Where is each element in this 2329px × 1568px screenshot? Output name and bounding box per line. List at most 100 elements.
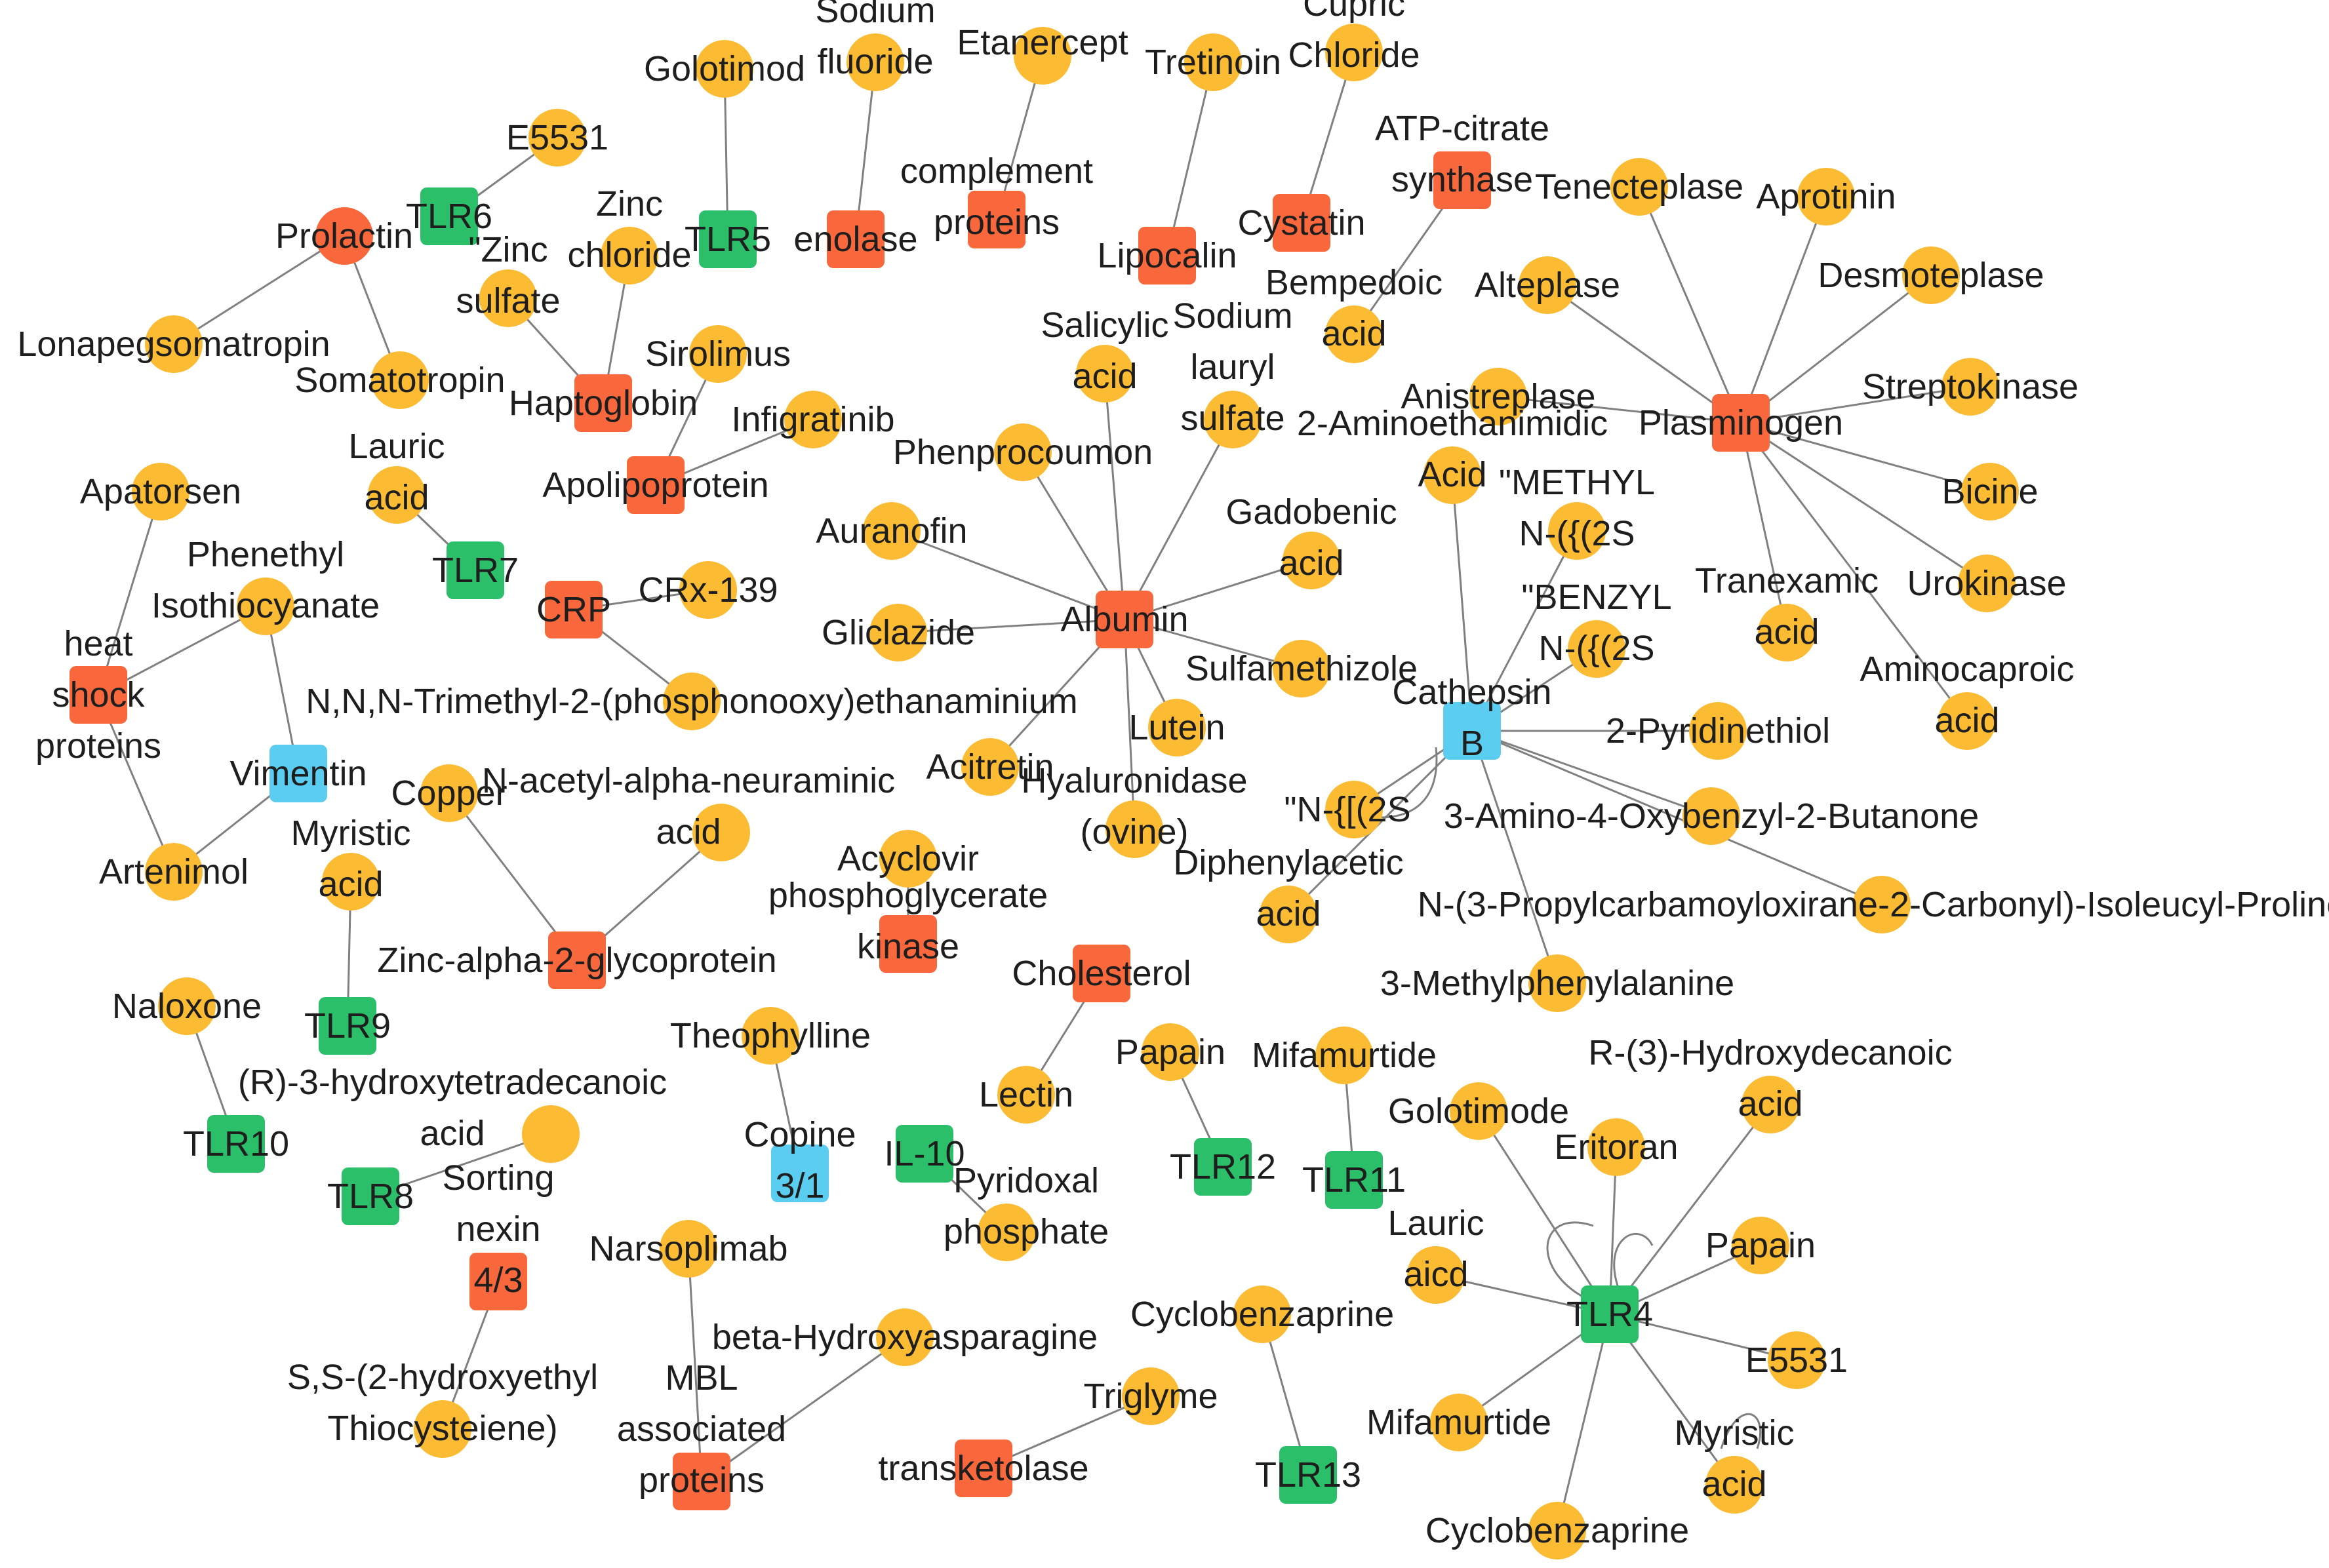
- label-haptoglobin: Haptoglobin: [509, 383, 698, 423]
- node-sorting: [469, 1253, 527, 1310]
- edge-streptokinase-plasminogen: [1740, 385, 1971, 424]
- label-urokinase: Urokinase: [1907, 564, 2066, 603]
- edge-prolactin-lonapeg: [173, 235, 345, 345]
- edge-auranofin-albumin: [891, 530, 1125, 621]
- edge-tenecteplase-plasminogen: [1638, 186, 1742, 423]
- label-eritoran: Eritoran: [1554, 1127, 1678, 1167]
- edge-e5531_b-tlr4: [1609, 1313, 1797, 1362]
- label-apatorsen: Apatorsen: [80, 472, 241, 511]
- label-copper: Copper: [391, 774, 507, 813]
- label-sirolimus: Sirolimus: [645, 334, 791, 374]
- label-n2s: "N-{[(2S: [1284, 790, 1410, 829]
- node-tlr6: [420, 187, 478, 245]
- label-transketolase: transketolase: [878, 1449, 1088, 1488]
- node-tlr5: [699, 210, 757, 268]
- node-betahydroxy: [876, 1308, 934, 1366]
- label-e5531-a: E5531: [506, 118, 608, 157]
- label-gliclazide: Gliclazide: [822, 613, 975, 652]
- node-tlr12: [1194, 1138, 1252, 1196]
- label-tlr8: TLR8: [327, 1177, 414, 1216]
- edge-artenimol-hsp: [97, 694, 175, 872]
- edge-salicylic-albumin: [1104, 373, 1126, 620]
- node-zag: [548, 931, 606, 989]
- edge-amino4oxy-cathepsin: [1471, 730, 1712, 817]
- node-desmoteplase: [1902, 246, 1960, 304]
- node-eritoran: [1587, 1118, 1645, 1176]
- label-tlr10: TLR10: [183, 1124, 289, 1164]
- edge-narsoplimab-mbl: [687, 1248, 703, 1482]
- node-ss2: [414, 1400, 471, 1458]
- node-pgk: [879, 915, 937, 973]
- node-gadobenic: [1283, 532, 1340, 589]
- label-e5531-b: E5531: [1745, 1341, 1848, 1380]
- label-plasminogen: Plasminogen: [1639, 403, 1843, 442]
- node-nnn: [663, 673, 721, 730]
- node-bicine: [1961, 463, 2019, 520]
- edge-aprotinin-plasminogen: [1740, 196, 1827, 423]
- node-anistreplase: [1469, 368, 1527, 425]
- node-lipocalin: [1138, 227, 1196, 284]
- label-acyclovir: Acyclovir: [837, 839, 979, 878]
- label-tlr6: TLR6: [406, 197, 492, 236]
- label-anistreplase: Anistreplase: [1401, 377, 1595, 416]
- label-tlr5: TLR5: [685, 220, 771, 259]
- node-cathepsin: [1443, 702, 1501, 760]
- label-crp: CRP: [536, 590, 611, 629]
- node-lonapeg: [145, 315, 203, 373]
- node-methylphe: [1528, 954, 1586, 1012]
- label-phenprocoumon: Phenprocoumon: [893, 433, 1153, 472]
- node-tlr13: [1279, 1446, 1337, 1504]
- label-apolipoprotein: Apolipoprotein: [542, 465, 768, 505]
- edge-lauric_b-tlr4: [1435, 1274, 1610, 1316]
- node-bempedoic: [1325, 305, 1383, 363]
- label-bicine: Bicine: [1941, 472, 2038, 511]
- node-gliclazide: [869, 604, 927, 661]
- self-loop-myristic: [1720, 1413, 1761, 1449]
- label-albumin: Albumin: [1060, 600, 1188, 639]
- node-hyaluronidase: [1105, 800, 1163, 858]
- node-r3hydroxydeca: [1742, 1076, 1799, 1133]
- label-tenecteplase: Tenecteplase: [1535, 167, 1743, 206]
- node-e5531-b: [1768, 1331, 1825, 1389]
- node-benzyl: [1568, 620, 1625, 678]
- node-acitretin: [961, 738, 1019, 796]
- label-naloxone: Naloxone: [112, 987, 262, 1026]
- node-aprotinin: [1797, 168, 1855, 225]
- edge-urokinase-plasminogen: [1740, 421, 1987, 585]
- node-phenprocoumon: [994, 423, 1052, 481]
- node-salicylic: [1076, 345, 1134, 402]
- node-infigratinib: [784, 391, 842, 448]
- node-r3hydroxytetra: [522, 1105, 580, 1163]
- label-lonapeg: Lonapegsomatropin: [17, 324, 330, 364]
- node-triglyme: [1122, 1367, 1180, 1425]
- node-complement: [968, 191, 1025, 248]
- node-aminoethan: [1423, 446, 1481, 504]
- label-crx139: CRx-139: [638, 570, 778, 610]
- node-cyclobenzaprine-b: [1528, 1502, 1586, 1559]
- label-desmoteplase: Desmoteplase: [1818, 256, 2044, 295]
- node-crx139: [679, 561, 737, 619]
- node-haptoglobin: [574, 374, 632, 432]
- node-artenimol: [145, 843, 203, 901]
